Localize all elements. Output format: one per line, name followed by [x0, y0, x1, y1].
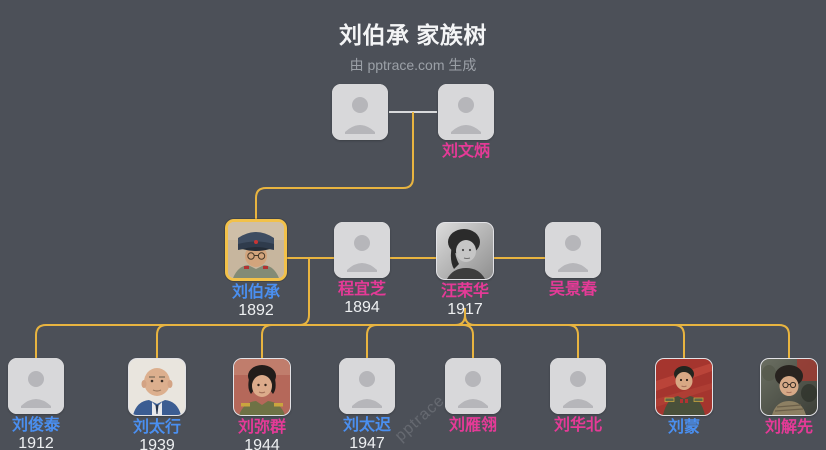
person-wang-ronghua[interactable]: 汪荣华 1917 [415, 222, 515, 319]
page-title: 刘伯承 家族树 [339, 22, 487, 48]
wang-ronghua-portrait-photo[interactable] [436, 222, 494, 280]
person-year: 1892 [238, 301, 274, 319]
person-name: 吴景春 [548, 281, 597, 298]
person-liu-meng[interactable]: 刘蒙 [634, 358, 734, 437]
person-name: 刘雁翎 [448, 417, 497, 434]
person-name: 刘解先 [764, 419, 813, 436]
person-year: 1912 [18, 434, 54, 450]
person-liu-juntai[interactable]: 刘俊泰 1912 [0, 358, 86, 450]
person-year: 1947 [349, 434, 385, 450]
child-drop-liutaihang [156, 324, 168, 358]
person-liu-wenbing[interactable]: 刘文炳 [416, 84, 516, 161]
person-year: 1944 [244, 436, 280, 450]
liu-bocheng-portrait-photo[interactable] [225, 219, 287, 281]
person-wu-jingchun[interactable]: 吴景春 [523, 222, 623, 299]
person-silhouette-icon[interactable] [545, 222, 601, 278]
gen1-to-gen2-connector [255, 112, 414, 222]
person-name: 刘华北 [553, 417, 602, 434]
person-name: 刘文炳 [441, 143, 490, 160]
person-silhouette-icon[interactable] [339, 358, 395, 414]
person-name: 刘俊泰 [11, 417, 60, 434]
person-name: 刘太迟 [342, 417, 391, 434]
child-drop-liumiqun [261, 324, 273, 358]
person-liu-bocheng[interactable]: 刘伯承 1892 [206, 219, 306, 320]
person-cheng-yizhi[interactable]: 程宜芝 1894 [312, 222, 412, 317]
person-liu-jiexian[interactable]: 刘解先 [739, 358, 826, 437]
person-silhouette-icon[interactable] [334, 222, 390, 278]
person-name: 刘伯承 [231, 284, 280, 301]
person-liu-miqun[interactable]: 刘弥群 1944 [212, 358, 312, 450]
person-name: 程宜芝 [337, 281, 386, 298]
person-year: 1894 [344, 298, 380, 316]
person-silhouette-icon[interactable] [8, 358, 64, 414]
page-subtitle: 由 pptrace.com 生成 [349, 57, 477, 73]
person-liu-taichi[interactable]: 刘太迟 1947 [317, 358, 417, 450]
person-liu-taihang[interactable]: 刘太行 1939 [107, 358, 207, 450]
person-name: 刘弥群 [237, 419, 286, 436]
liu-taihang-portrait-photo[interactable] [128, 358, 186, 416]
liu-jiexian-portrait-photo[interactable] [760, 358, 818, 416]
person-year: 1917 [447, 300, 483, 318]
person-name: 汪荣华 [440, 283, 489, 300]
person-gen1-spouse[interactable] [310, 84, 410, 140]
children-bus-line [35, 324, 790, 358]
person-silhouette-icon[interactable] [445, 358, 501, 414]
child-drop-liuyanling [462, 324, 474, 358]
person-liu-yanling[interactable]: 刘雁翎 [423, 358, 523, 435]
person-name: 刘太行 [132, 419, 181, 436]
child-drop-liutaichi [366, 324, 378, 358]
child-drop-liumeng [673, 324, 685, 358]
header: 刘伯承 家族树 由 pptrace.com 生成 [0, 0, 826, 75]
person-silhouette-icon[interactable] [550, 358, 606, 414]
child-drop-liuhuabei [567, 324, 579, 358]
liu-miqun-portrait-photo[interactable] [233, 358, 291, 416]
person-name: 刘蒙 [667, 419, 700, 436]
person-silhouette-icon[interactable] [438, 84, 494, 140]
person-silhouette-icon[interactable] [332, 84, 388, 140]
person-year: 1939 [139, 436, 175, 450]
liu-meng-portrait-photo[interactable] [655, 358, 713, 416]
person-liu-huabei[interactable]: 刘华北 [528, 358, 628, 435]
